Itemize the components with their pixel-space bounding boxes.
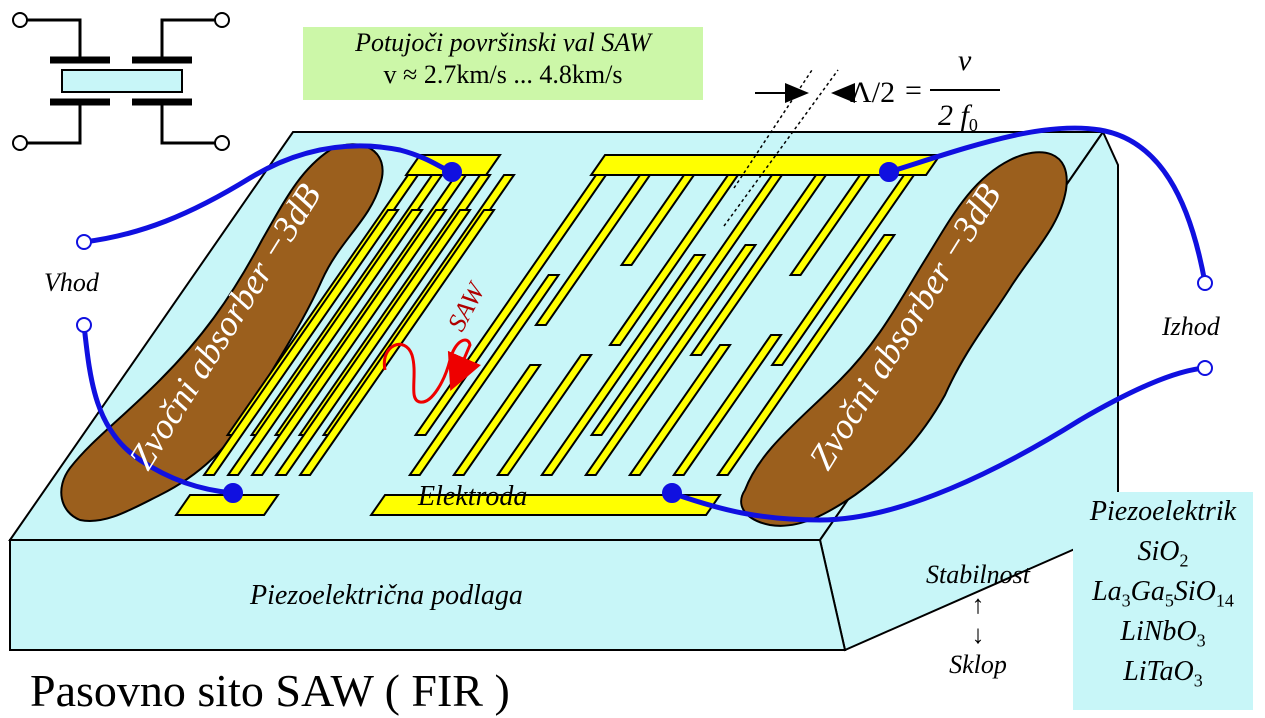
wire-output-bottom — [671, 365, 1206, 523]
idt-right-finger — [533, 174, 652, 326]
idt-right-finger — [451, 364, 543, 476]
wavelength-dimension — [723, 69, 855, 227]
idt-right-finger — [407, 274, 561, 476]
wires — [81, 125, 1208, 523]
output-label: Izhod — [1162, 312, 1220, 341]
idt-right-finger — [788, 174, 872, 276]
input-label: Vhod — [44, 268, 99, 297]
idt-right-finger — [539, 254, 707, 476]
material-item: SiO2 — [1137, 536, 1189, 571]
output-terminal-bottom — [1197, 360, 1213, 376]
absorber-left-shape — [60, 143, 384, 522]
stability-coupling-scale: Stabilnost ↑ ↓ Sklop — [920, 560, 1036, 680]
stability-label: Stabilnost — [925, 560, 1030, 589]
idt-left-finger — [202, 209, 400, 476]
wire-terminals — [76, 162, 1213, 503]
substrate-label: Piezoelektrična podlaga — [250, 580, 523, 611]
arrow-down-icon: ↓ — [971, 620, 985, 649]
idt-right-finger — [583, 244, 758, 476]
idt-right-finger — [619, 174, 696, 266]
input-terminal-top — [76, 234, 92, 250]
idt-right-finger — [671, 334, 783, 476]
material-item: LiNbO3 — [1120, 616, 1206, 651]
wire-output-top — [888, 125, 1208, 284]
formula-equals: = — [905, 74, 922, 107]
wire-input-bottom — [81, 324, 234, 496]
idt-left-finger — [226, 209, 424, 476]
idt-right-finger — [770, 174, 916, 366]
idt-right-finger — [495, 354, 593, 476]
idt-left — [174, 154, 516, 516]
coupling-label: Sklop — [949, 650, 1007, 679]
idt-left-finger — [250, 209, 448, 476]
saw-info-box: Potujoči površinski val SAW v ≈ 2.7km/s … — [303, 27, 703, 100]
idt-right-finger — [689, 174, 828, 356]
saw-wave-icon — [382, 338, 481, 404]
materials-header: Piezoelektrik — [1089, 496, 1237, 527]
electrode-label: Elektroda — [418, 481, 528, 512]
arrow-up-icon: ↑ — [971, 590, 985, 619]
absorber-right-shape — [740, 151, 1068, 527]
idt-right-finger — [627, 344, 732, 476]
idt-right-finger — [589, 174, 784, 436]
material-item: LiTaO3 — [1123, 656, 1203, 691]
saw-filter-symbol — [12, 12, 230, 151]
saw-info-line2: v ≈ 2.7km/s ... 4.8km/s — [383, 60, 623, 89]
idt-right — [369, 154, 942, 516]
materials-box: Piezoelektrik SiO2 La3Ga5SiO14 LiNbO3 Li… — [1073, 492, 1253, 710]
idt-left-finger — [298, 209, 496, 476]
output-terminal-top — [1197, 275, 1213, 291]
page-title: Pasovno sito SAW ( FIR ) — [30, 665, 510, 716]
formula-denominator: 2 f0 — [938, 99, 978, 135]
formula-numerator: v — [958, 44, 972, 77]
lambda-half: Λ/2 — [850, 76, 895, 109]
saw-info-line1: Potujoči površinski val SAW — [355, 28, 651, 57]
input-terminal-bottom — [76, 317, 92, 333]
idt-left-finger — [274, 209, 472, 476]
wire-input-top — [83, 143, 453, 245]
idt-right-busbar-bottom — [369, 494, 722, 516]
material-item: La3Ga5SiO14 — [1092, 576, 1234, 611]
idt-right-finger — [608, 174, 740, 346]
idt-right-finger — [715, 234, 897, 476]
idt-right-busbar-top — [589, 154, 942, 176]
idt-left-busbar-bottom — [174, 494, 280, 516]
